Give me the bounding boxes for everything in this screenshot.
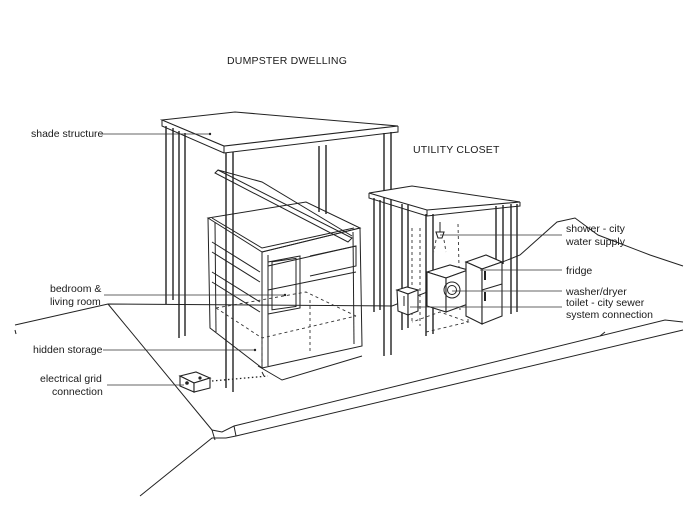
label-washer-dryer: washer/dryer — [565, 286, 627, 298]
label-toilet-line1: toilet - city sewer — [566, 297, 645, 309]
label-fridge: fridge — [566, 265, 592, 277]
label-bedroom-line2: living room — [50, 296, 101, 308]
ground-slab — [14, 217, 684, 497]
shade-structure — [159, 111, 399, 392]
electrical-box — [178, 371, 269, 393]
label-electrical-line1: electrical grid — [40, 373, 102, 385]
label-shower-line2: water supply — [565, 236, 626, 248]
label-hidden-storage: hidden storage — [33, 344, 103, 356]
label-shade-structure: shade structure — [31, 128, 104, 140]
label-shower-line1: shower - city — [566, 223, 626, 235]
title-utility-closet: UTILITY CLOSET — [413, 144, 500, 156]
title-dumpster-dwelling: DUMPSTER DWELLING — [227, 55, 347, 67]
utility-closet — [368, 185, 521, 336]
label-bedroom-line1: bedroom & — [50, 283, 101, 295]
label-electrical-line2: connection — [52, 386, 103, 398]
label-toilet-line2: system connection — [566, 309, 653, 321]
dumpster-container — [206, 169, 363, 381]
